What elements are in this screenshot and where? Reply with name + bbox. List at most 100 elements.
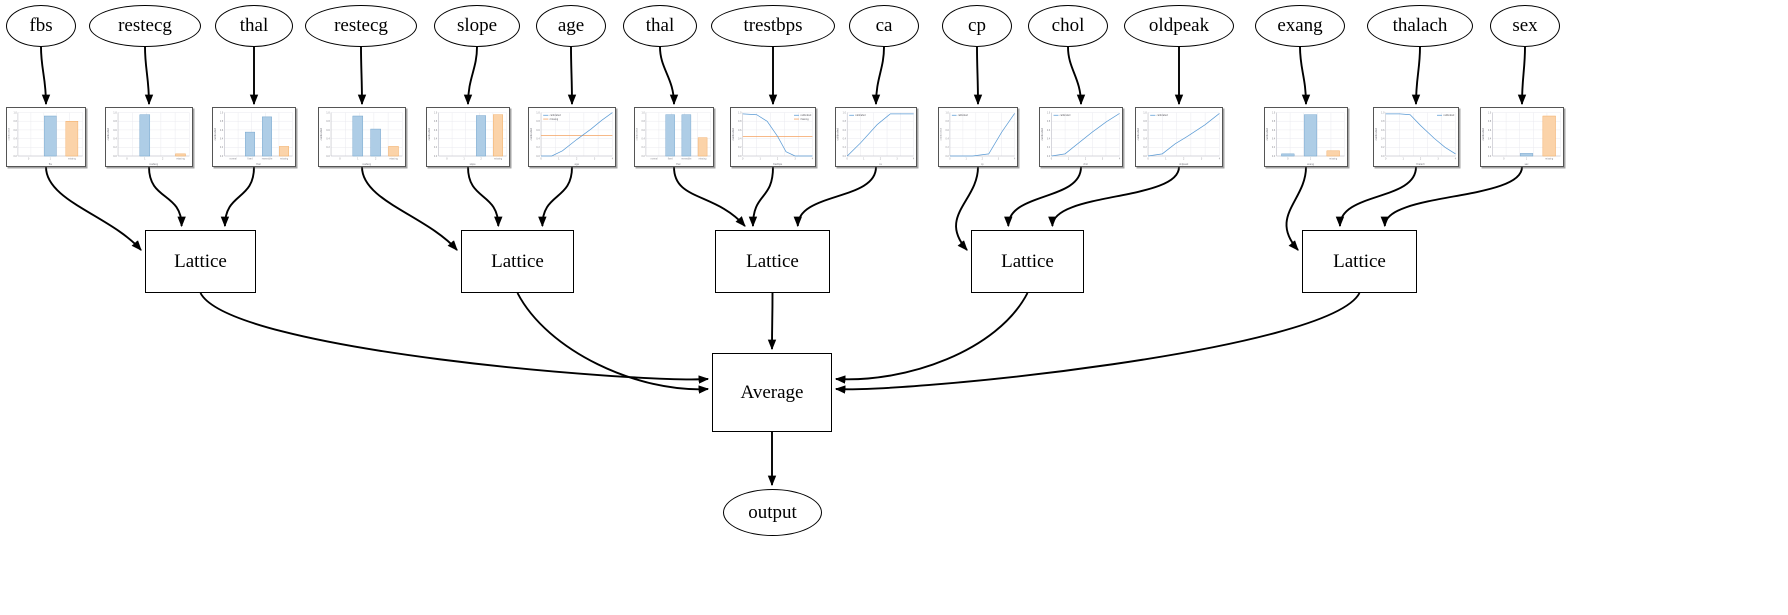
svg-text:0.0: 0.0	[1272, 155, 1276, 158]
svg-text:0.8: 0.8	[738, 120, 742, 123]
output-node[interactable]: output	[723, 489, 822, 536]
svg-text:0.4: 0.4	[536, 137, 540, 140]
svg-text:1.0: 1.0	[843, 111, 847, 114]
feature-node-thal[interactable]: thal	[623, 5, 697, 47]
svg-text:calibrated: calibrated	[855, 114, 866, 117]
edge-calibrator-to-lattice-3	[673, 166, 746, 227]
svg-text:2: 2	[1183, 157, 1185, 160]
edge-ca-to-calibrator	[871, 46, 885, 106]
feature-node-cp[interactable]: cp	[942, 5, 1012, 47]
edge-cp-to-calibrator	[973, 46, 983, 106]
svg-text:0.8: 0.8	[946, 120, 950, 123]
svg-text:calibrated: calibrated	[1266, 128, 1269, 141]
svg-text:1: 1	[357, 157, 359, 160]
feature-node-thalach[interactable]: thalach	[1367, 5, 1473, 47]
svg-text:0.6: 0.6	[1381, 129, 1385, 132]
svg-text:fbs: fbs	[49, 163, 53, 166]
lattice-node-1[interactable]: Lattice	[145, 230, 256, 293]
svg-text:calibrated: calibrated	[8, 128, 11, 141]
svg-text:0.6: 0.6	[113, 129, 117, 132]
lattice-node-2[interactable]: Lattice	[461, 230, 574, 293]
edge-restecg-to-calibrator	[357, 46, 367, 106]
edge-lattice-5-to-average	[834, 292, 1361, 394]
feature-node-fbs[interactable]: fbs	[6, 5, 76, 47]
svg-text:2: 2	[982, 157, 984, 160]
svg-text:restecg: restecg	[149, 163, 158, 166]
feature-node-age[interactable]: age	[536, 5, 606, 47]
svg-text:0.2: 0.2	[738, 146, 742, 149]
svg-text:0.8: 0.8	[326, 120, 330, 123]
svg-text:0.8: 0.8	[1381, 120, 1385, 123]
lattice-node-5[interactable]: Lattice	[1302, 230, 1417, 293]
svg-text:missing: missing	[1545, 157, 1554, 160]
svg-text:0.8: 0.8	[843, 120, 847, 123]
svg-text:4: 4	[913, 157, 915, 160]
svg-text:4: 4	[1219, 157, 1221, 160]
svg-text:0.6: 0.6	[1047, 129, 1051, 132]
feature-node-oldpeak[interactable]: oldpeak	[1124, 5, 1234, 47]
svg-text:0: 0	[446, 157, 448, 160]
svg-text:0.6: 0.6	[1272, 129, 1276, 132]
feature-node-exang[interactable]: exang	[1255, 5, 1345, 47]
svg-text:1: 1	[863, 157, 865, 160]
svg-text:1: 1	[1526, 157, 1528, 160]
svg-text:calibrated: calibrated	[800, 114, 811, 117]
feature-node-restecg[interactable]: restecg	[305, 5, 417, 47]
feature-node-thal[interactable]: thal	[215, 5, 293, 47]
svg-text:0.2: 0.2	[1272, 146, 1276, 149]
average-node[interactable]: Average	[712, 353, 832, 432]
svg-text:0.2: 0.2	[220, 146, 224, 149]
svg-text:0.0: 0.0	[326, 155, 330, 158]
svg-text:1: 1	[1165, 157, 1167, 160]
svg-text:0.6: 0.6	[946, 129, 950, 132]
lattice-node-3[interactable]: Lattice	[715, 230, 830, 293]
lattice-node-4[interactable]: Lattice	[971, 230, 1084, 293]
feature-node-label: thal	[239, 15, 269, 36]
feature-node-restecg[interactable]: restecg	[89, 5, 201, 47]
edge-calibrator-to-lattice-3	[748, 166, 774, 228]
svg-text:0.4: 0.4	[14, 137, 18, 140]
svg-text:0.0: 0.0	[642, 155, 646, 158]
svg-text:0.0: 0.0	[1047, 155, 1051, 158]
svg-text:4: 4	[1014, 157, 1016, 160]
svg-text:missing: missing	[550, 118, 559, 121]
svg-text:0.2: 0.2	[642, 146, 646, 149]
svg-text:0.8: 0.8	[220, 120, 224, 123]
svg-text:0.0: 0.0	[536, 155, 540, 158]
edge-lattice-3-to-average	[767, 292, 777, 351]
feature-node-sex[interactable]: sex	[1490, 5, 1560, 47]
edge-fbs-to-calibrator	[40, 46, 51, 106]
feature-node-chol[interactable]: chol	[1028, 5, 1108, 47]
svg-text:3: 3	[1102, 157, 1104, 160]
feature-node-trestbps[interactable]: trestbps	[711, 5, 835, 47]
edge-exang-to-calibrator	[1299, 46, 1311, 106]
svg-text:trestbps: trestbps	[773, 163, 783, 166]
svg-text:fixed: fixed	[668, 157, 673, 160]
svg-text:0.6: 0.6	[14, 129, 18, 132]
svg-text:1: 1	[558, 157, 560, 160]
svg-text:1.0: 1.0	[1381, 111, 1385, 114]
edge-lattice-4-to-average	[834, 292, 1029, 384]
svg-text:normal: normal	[650, 157, 657, 160]
svg-text:0: 0	[949, 157, 951, 160]
feature-node-label: oldpeak	[1148, 15, 1210, 36]
svg-text:restecg: restecg	[362, 163, 371, 166]
edge-lattice-1-to-average	[199, 292, 710, 384]
svg-text:0: 0	[1147, 157, 1149, 160]
edge-calibrator-to-lattice-1	[45, 166, 142, 251]
edge-calibrator-to-lattice-1	[148, 166, 186, 228]
svg-text:0: 0	[847, 157, 849, 160]
svg-text:0.2: 0.2	[843, 146, 847, 149]
svg-text:0.8: 0.8	[1272, 120, 1276, 123]
feature-node-slope[interactable]: slope	[434, 5, 520, 47]
svg-text:thal: thal	[676, 163, 680, 166]
feature-node-ca[interactable]: ca	[849, 5, 919, 47]
svg-text:2: 2	[576, 157, 578, 160]
svg-text:0.8: 0.8	[1047, 120, 1051, 123]
svg-text:1.0: 1.0	[642, 111, 646, 114]
